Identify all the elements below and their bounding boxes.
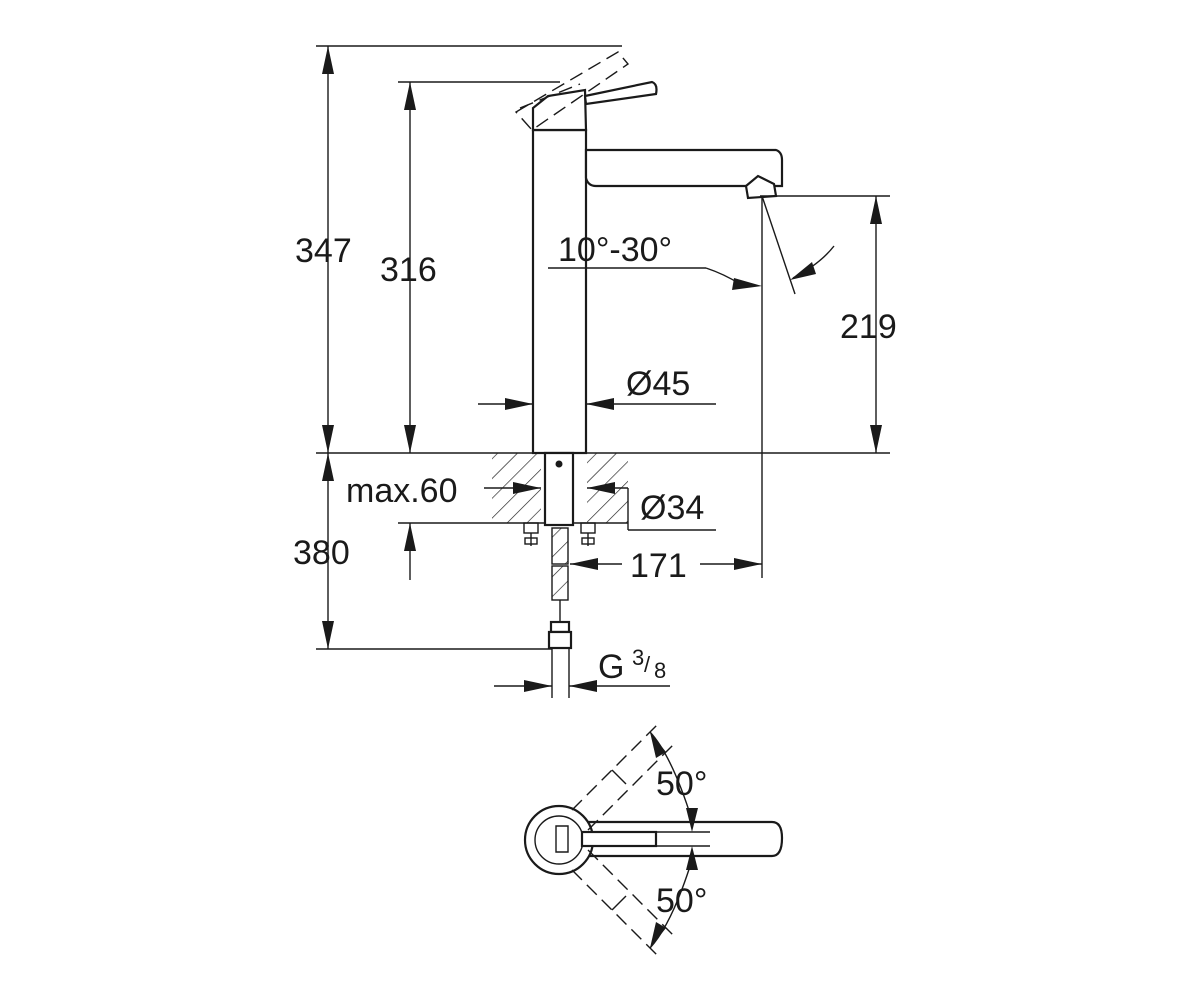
dim-thread-numerator: 3 [632, 645, 644, 670]
dim-body-diameter: Ø45 [626, 365, 690, 403]
dim-thread-slash: / [644, 652, 651, 677]
dim-hole-diameter: Ø34 [640, 489, 704, 527]
faucet-body [531, 128, 588, 455]
lever-alt-position [514, 51, 630, 131]
dim-thread-label: G [598, 648, 624, 686]
top-view-spout [568, 820, 784, 858]
dim-spout-height: 219 [840, 308, 897, 346]
dim-lever-height: 316 [380, 251, 437, 289]
dim-thread-denominator: 8 [654, 658, 666, 683]
dim-lever-angle-top: 50° [656, 765, 707, 803]
aerator [744, 174, 778, 200]
dim-deck-thickness: max.60 [346, 472, 458, 510]
dim-total-height: 347 [295, 232, 352, 270]
dim-spout-reach: 171 [630, 547, 687, 585]
faucet-top-view [523, 721, 784, 959]
lever-handle [583, 80, 658, 106]
top-view-lever [580, 830, 658, 848]
flexible-hose [547, 527, 573, 650]
dim-spout-angle: 10°-30° [558, 231, 672, 269]
mounting-nuts [523, 522, 596, 546]
dimension-lines [316, 45, 890, 698]
dim-lever-angle-bottom: 50° [656, 882, 707, 920]
dim-under-deck: 380 [293, 534, 350, 572]
